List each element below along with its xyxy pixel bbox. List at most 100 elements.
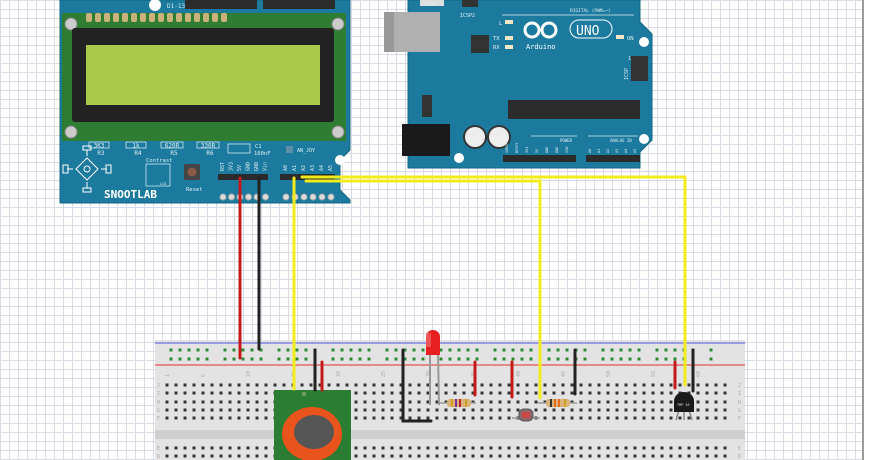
breadboard-hole[interactable]	[435, 391, 439, 395]
breadboard-hole[interactable]	[264, 446, 268, 450]
breadboard-hole[interactable]	[426, 454, 430, 458]
breadboard-hole[interactable]	[525, 454, 529, 458]
breadboard-hole[interactable]	[723, 408, 727, 412]
breadboard-hole[interactable]	[570, 454, 574, 458]
breadboard-hole[interactable]	[165, 446, 169, 450]
breadboard-hole[interactable]	[687, 446, 691, 450]
breadboard-hole[interactable]	[417, 408, 421, 412]
breadboard-hole[interactable]	[489, 400, 493, 404]
breadboard-hole[interactable]	[561, 454, 565, 458]
breadboard-hole[interactable]	[381, 454, 385, 458]
breadboard-hole[interactable]	[264, 408, 268, 412]
breadboard-hole[interactable]	[480, 408, 484, 412]
breadboard-hole[interactable]	[633, 391, 637, 395]
breadboard-hole[interactable]	[696, 416, 700, 420]
breadboard-hole[interactable]	[210, 454, 214, 458]
breadboard-hole[interactable]	[264, 416, 268, 420]
breadboard-hole[interactable]	[201, 408, 205, 412]
breadboard-hole[interactable]	[192, 408, 196, 412]
rail-hole[interactable]	[556, 357, 560, 361]
rail-hole[interactable]	[673, 348, 677, 352]
breadboard-hole[interactable]	[660, 383, 664, 387]
rail-hole[interactable]	[628, 348, 632, 352]
breadboard-hole[interactable]	[489, 383, 493, 387]
reset-switch[interactable]	[420, 0, 444, 6]
breadboard-hole[interactable]	[219, 446, 223, 450]
breadboard-hole[interactable]	[588, 400, 592, 404]
breadboard-hole[interactable]	[372, 400, 376, 404]
breadboard-hole[interactable]	[696, 454, 700, 458]
breadboard-hole[interactable]	[444, 446, 448, 450]
breadboard-hole[interactable]	[399, 391, 403, 395]
resistor[interactable]	[438, 399, 476, 407]
breadboard-hole[interactable]	[543, 383, 547, 387]
rail-hole[interactable]	[367, 348, 371, 352]
breadboard-hole[interactable]	[408, 408, 412, 412]
breadboard-hole[interactable]	[570, 446, 574, 450]
breadboard-hole[interactable]	[264, 383, 268, 387]
breadboard-hole[interactable]	[696, 446, 700, 450]
breadboard-hole[interactable]	[705, 408, 709, 412]
breadboard-hole[interactable]	[705, 454, 709, 458]
breadboard-hole[interactable]	[174, 408, 178, 412]
breadboard-hole[interactable]	[210, 391, 214, 395]
breadboard-hole[interactable]	[219, 400, 223, 404]
breadboard-hole[interactable]	[516, 400, 520, 404]
breadboard-hole[interactable]	[372, 416, 376, 420]
breadboard-hole[interactable]	[471, 416, 475, 420]
breadboard-hole[interactable]	[246, 408, 250, 412]
breadboard-hole[interactable]	[705, 400, 709, 404]
breadboard-hole[interactable]	[624, 454, 628, 458]
breadboard-hole[interactable]	[219, 391, 223, 395]
breadboard-hole[interactable]	[660, 416, 664, 420]
wire-led-gnd[interactable]	[401, 348, 433, 423]
breadboard-hole[interactable]	[381, 408, 385, 412]
breadboard-hole[interactable]	[255, 408, 259, 412]
breadboard-hole[interactable]	[624, 400, 628, 404]
breadboard-hole[interactable]	[597, 454, 601, 458]
breadboard-hole[interactable]	[714, 383, 718, 387]
breadboard-hole[interactable]	[489, 408, 493, 412]
breadboard-hole[interactable]	[453, 408, 457, 412]
breadboard-hole[interactable]	[570, 383, 574, 387]
breadboard-hole[interactable]	[237, 400, 241, 404]
breadboard-hole[interactable]	[597, 416, 601, 420]
breadboard-hole[interactable]	[615, 408, 619, 412]
rail-hole[interactable]	[295, 357, 299, 361]
rail-hole[interactable]	[286, 348, 290, 352]
breadboard-hole[interactable]	[507, 408, 511, 412]
breadboard-hole[interactable]	[687, 391, 691, 395]
breadboard-hole[interactable]	[705, 416, 709, 420]
breadboard-hole[interactable]	[354, 454, 358, 458]
breadboard-hole[interactable]	[543, 391, 547, 395]
breadboard-hole[interactable]	[696, 391, 700, 395]
breadboard-hole[interactable]	[255, 446, 259, 450]
rail-hole[interactable]	[655, 348, 659, 352]
breadboard-hole[interactable]	[543, 454, 547, 458]
breadboard-hole[interactable]	[345, 383, 349, 387]
breadboard-hole[interactable]	[579, 454, 583, 458]
breadboard-hole[interactable]	[588, 408, 592, 412]
breadboard-hole[interactable]	[615, 454, 619, 458]
breadboard-hole[interactable]	[228, 408, 232, 412]
breadboard-hole[interactable]	[642, 383, 646, 387]
breadboard-hole[interactable]	[462, 383, 466, 387]
breadboard-hole[interactable]	[390, 416, 394, 420]
breadboard-hole[interactable]	[489, 391, 493, 395]
rail-hole[interactable]	[502, 357, 506, 361]
breadboard-hole[interactable]	[381, 416, 385, 420]
breadboard-hole[interactable]	[165, 454, 169, 458]
breadboard-hole[interactable]	[507, 400, 511, 404]
rail-hole[interactable]	[637, 348, 641, 352]
rail-hole[interactable]	[610, 348, 614, 352]
breadboard-hole[interactable]	[363, 446, 367, 450]
breadboard-hole[interactable]	[255, 454, 259, 458]
rail-hole[interactable]	[466, 357, 470, 361]
breadboard-hole[interactable]	[237, 391, 241, 395]
breadboard-hole[interactable]	[255, 383, 259, 387]
rail-hole[interactable]	[547, 348, 551, 352]
rail-hole[interactable]	[331, 348, 335, 352]
rail-hole[interactable]	[178, 348, 182, 352]
breadboard-hole[interactable]	[606, 408, 610, 412]
breadboard-hole[interactable]	[417, 400, 421, 404]
